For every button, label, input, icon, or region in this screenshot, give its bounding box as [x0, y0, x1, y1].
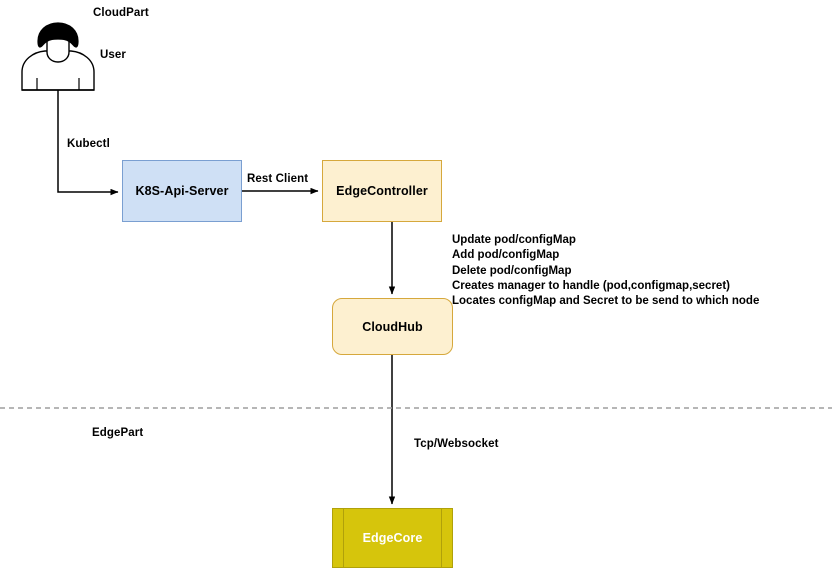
- node-edge-core[interactable]: EdgeCore: [332, 508, 453, 568]
- process-bar-left: [343, 509, 344, 567]
- annotation-line: Delete pod/configMap: [452, 264, 572, 277]
- node-edge-controller[interactable]: EdgeController: [322, 160, 442, 222]
- node-cloud-hub[interactable]: CloudHub: [332, 298, 453, 355]
- user-actor-icon: [21, 22, 95, 91]
- node-label: EdgeCore: [362, 531, 423, 545]
- node-label: CloudHub: [362, 319, 423, 334]
- edge-label-rest-client: Rest Client: [247, 173, 309, 185]
- process-bar-right: [441, 509, 442, 567]
- user-actor-label: User: [100, 49, 126, 61]
- node-k8s-api-server[interactable]: K8S-Api-Server: [122, 160, 242, 222]
- edge-label-tcp-websocket: Tcp/Websocket: [414, 438, 499, 450]
- annotation-line: Locates configMap and Secret to be send …: [452, 295, 760, 308]
- annotation-line: Creates manager to handle (pod,configmap…: [452, 279, 730, 292]
- edgecontroller-annotation: Update pod/configMap Add pod/configMap D…: [452, 233, 759, 309]
- annotation-line: Add pod/configMap: [452, 249, 560, 262]
- node-label: EdgeController: [336, 184, 428, 198]
- edge-user-to-k8s: [57, 90, 119, 196]
- cloud-part-label: CloudPart: [93, 7, 149, 19]
- node-label: K8S-Api-Server: [135, 184, 229, 198]
- annotation-line: Update pod/configMap: [452, 234, 576, 246]
- edge-label-kubectl: Kubectl: [67, 138, 110, 150]
- edge-part-label: EdgePart: [92, 427, 144, 439]
